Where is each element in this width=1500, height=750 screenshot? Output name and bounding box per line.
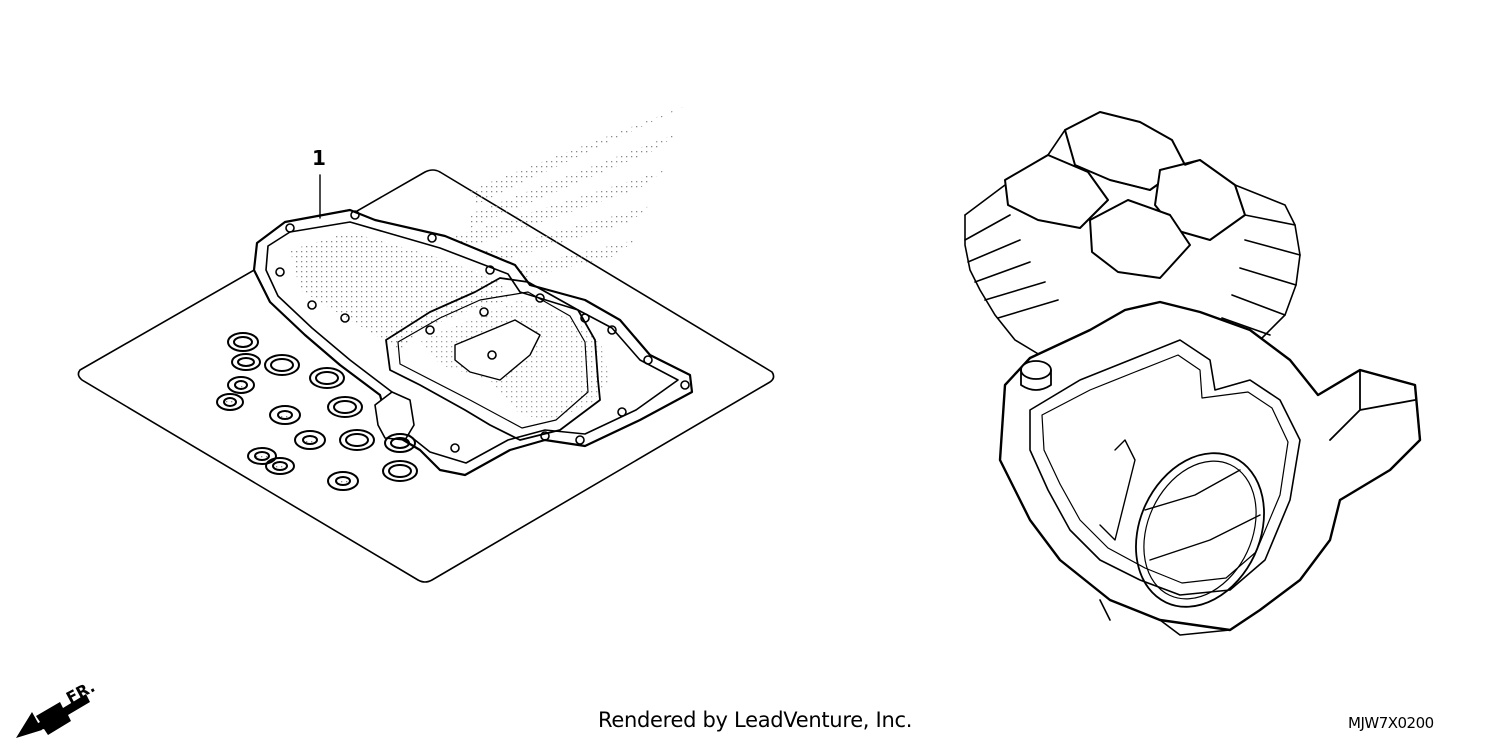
render-credit: Rendered by LeadVenture, Inc. [598, 708, 913, 732]
diagram-code: MJW7X0200 [1348, 714, 1434, 732]
callout-number-1: 1 [312, 146, 326, 170]
svg-text:FR.: FR. [63, 677, 98, 708]
o-rings [216, 332, 418, 491]
crankcase-gasket-outline [1029, 339, 1301, 596]
shading-stripes [440, 104, 690, 298]
bracket-gasket [374, 391, 415, 441]
gasket-kit-card [77, 169, 775, 583]
crankcase [998, 300, 1422, 632]
gasket-kit-illustration [77, 104, 775, 583]
engine-illustration [964, 111, 1422, 636]
front-direction-arrow-icon: FR. [16, 677, 98, 738]
crankcase-oval-gasket [1135, 452, 1265, 608]
gasket-bolt-holes [275, 210, 690, 453]
inner-gasket-plate [385, 277, 601, 441]
